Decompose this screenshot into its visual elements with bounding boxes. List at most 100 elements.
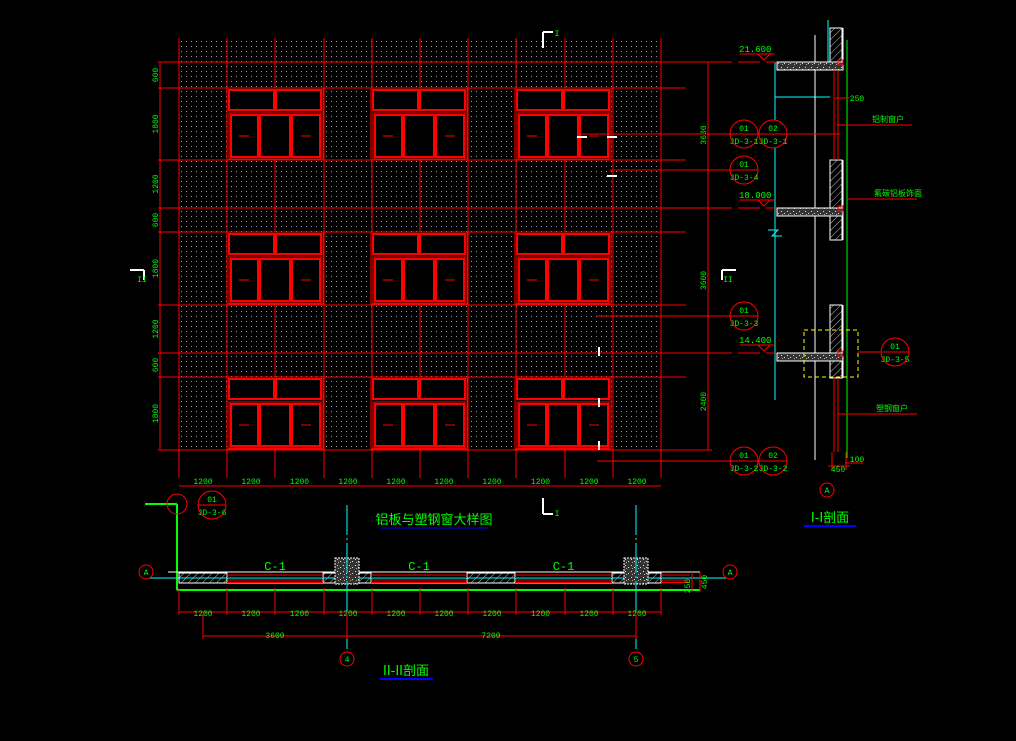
window-c1 xyxy=(370,87,468,161)
drawing-title: 铝板与塑钢窗大样图 xyxy=(375,512,492,528)
level-label: 18.000 xyxy=(739,191,771,201)
left-dim-label: 600 xyxy=(152,68,161,83)
floor-slab xyxy=(776,207,844,217)
section-cut-mark: I xyxy=(542,498,559,519)
window-casement-pane xyxy=(374,114,403,158)
anchor xyxy=(837,59,844,66)
window-casement-pane xyxy=(518,403,547,447)
window-transom-pane xyxy=(419,233,466,255)
window-transom-pane xyxy=(563,378,610,400)
window-casement-pane xyxy=(291,403,321,447)
window-casement-pane xyxy=(230,114,259,158)
dim-label: 1200 xyxy=(579,610,598,619)
callout-number: 01 xyxy=(739,307,749,316)
bottom-dim-label: 1200 xyxy=(434,478,453,487)
section-mark-label: II xyxy=(137,276,147,285)
callout-number: 02 xyxy=(768,452,778,461)
left-dim-label: 1800 xyxy=(152,259,161,278)
window-transom-pane xyxy=(372,378,419,400)
window-c1 xyxy=(226,376,324,450)
callout-number: 01 xyxy=(207,496,217,505)
dim-label: 1200 xyxy=(241,610,260,619)
window-casement-pane xyxy=(230,403,259,447)
bottom-dim-label: 1200 xyxy=(193,478,212,487)
callout-number: 01 xyxy=(890,343,900,352)
section-I-title: I-I剖面 xyxy=(811,511,849,526)
window-transom-pane xyxy=(419,89,466,111)
section-cut-mark: II xyxy=(721,269,736,285)
marker xyxy=(598,347,600,356)
callout-circle xyxy=(166,493,188,515)
window-transom-pane xyxy=(563,233,610,255)
window-casement-pane xyxy=(518,114,547,158)
left-dim-label: 600 xyxy=(152,358,161,373)
window-transom-pane xyxy=(228,89,275,111)
axis-bubble xyxy=(819,482,835,498)
window-c1 xyxy=(514,376,612,450)
dim-label: 1200 xyxy=(627,610,646,619)
callout-number: 01 xyxy=(739,452,749,461)
window-casement-pane xyxy=(291,258,321,302)
window-casement-pane xyxy=(374,258,403,302)
window-transom-pane xyxy=(516,378,563,400)
depth-dim-450: 450 xyxy=(701,575,710,590)
dim-100: 100 xyxy=(850,456,865,465)
floor-slab xyxy=(776,352,844,362)
bottom-dim-label: 1200 xyxy=(579,478,598,487)
left-dim-label: 1200 xyxy=(152,174,161,193)
bottom-dim-label: 1200 xyxy=(386,478,405,487)
window-casement-pane xyxy=(403,114,435,158)
level-triangle-icon xyxy=(757,199,771,207)
window-transom-pane xyxy=(372,233,419,255)
axis-dim-3600: 3600 xyxy=(265,632,284,641)
window-casement-pane xyxy=(518,258,547,302)
axis-label: A xyxy=(144,569,149,578)
level-label: 14.400 xyxy=(739,336,771,346)
floor-slab xyxy=(776,61,844,71)
window-transom-pane xyxy=(228,378,275,400)
marker xyxy=(598,441,600,450)
window-transom-pane xyxy=(275,233,322,255)
window-casement-pane xyxy=(259,403,291,447)
window-casement-pane xyxy=(291,114,321,158)
wall-hatch xyxy=(829,304,843,379)
window-casement-pane xyxy=(579,258,609,302)
window-transom-pane xyxy=(372,89,419,111)
axis-bubble xyxy=(138,564,154,580)
callout-sheet: JD-3-4 xyxy=(730,174,759,183)
window-casement-pane xyxy=(374,403,403,447)
callout-number: 01 xyxy=(739,125,749,134)
depth-dim-250: 250 xyxy=(684,579,693,594)
callout-sheet: JD-3-1 xyxy=(759,138,788,147)
window-transom-pane xyxy=(419,378,466,400)
window-transom-pane xyxy=(516,89,563,111)
level-triangle-icon xyxy=(757,53,771,61)
window-casement-pane xyxy=(579,403,609,447)
window-c1 xyxy=(370,231,468,305)
window-casement-pane xyxy=(259,258,291,302)
dim-label: 1200 xyxy=(531,610,550,619)
anchor xyxy=(837,205,844,212)
elevation-view: 6001800120060018001200600180036003600240… xyxy=(152,38,712,487)
marker xyxy=(607,136,617,138)
left-dim-label: 1200 xyxy=(152,319,161,338)
bottom-dim-label: 1200 xyxy=(531,478,550,487)
break-symbol-icon xyxy=(768,229,782,237)
wall-segment xyxy=(466,572,516,584)
left-dim-label: 600 xyxy=(152,213,161,228)
window-casement-pane xyxy=(259,114,291,158)
window-casement-pane xyxy=(230,258,259,302)
axis-bubble xyxy=(339,651,355,667)
window-casement-pane xyxy=(435,403,465,447)
level-triangle-icon xyxy=(757,344,771,352)
left-dim-label: 1800 xyxy=(152,404,161,423)
window-casement-pane xyxy=(403,258,435,302)
section-cut-mark: II xyxy=(130,269,147,285)
window-c1 xyxy=(370,376,468,450)
